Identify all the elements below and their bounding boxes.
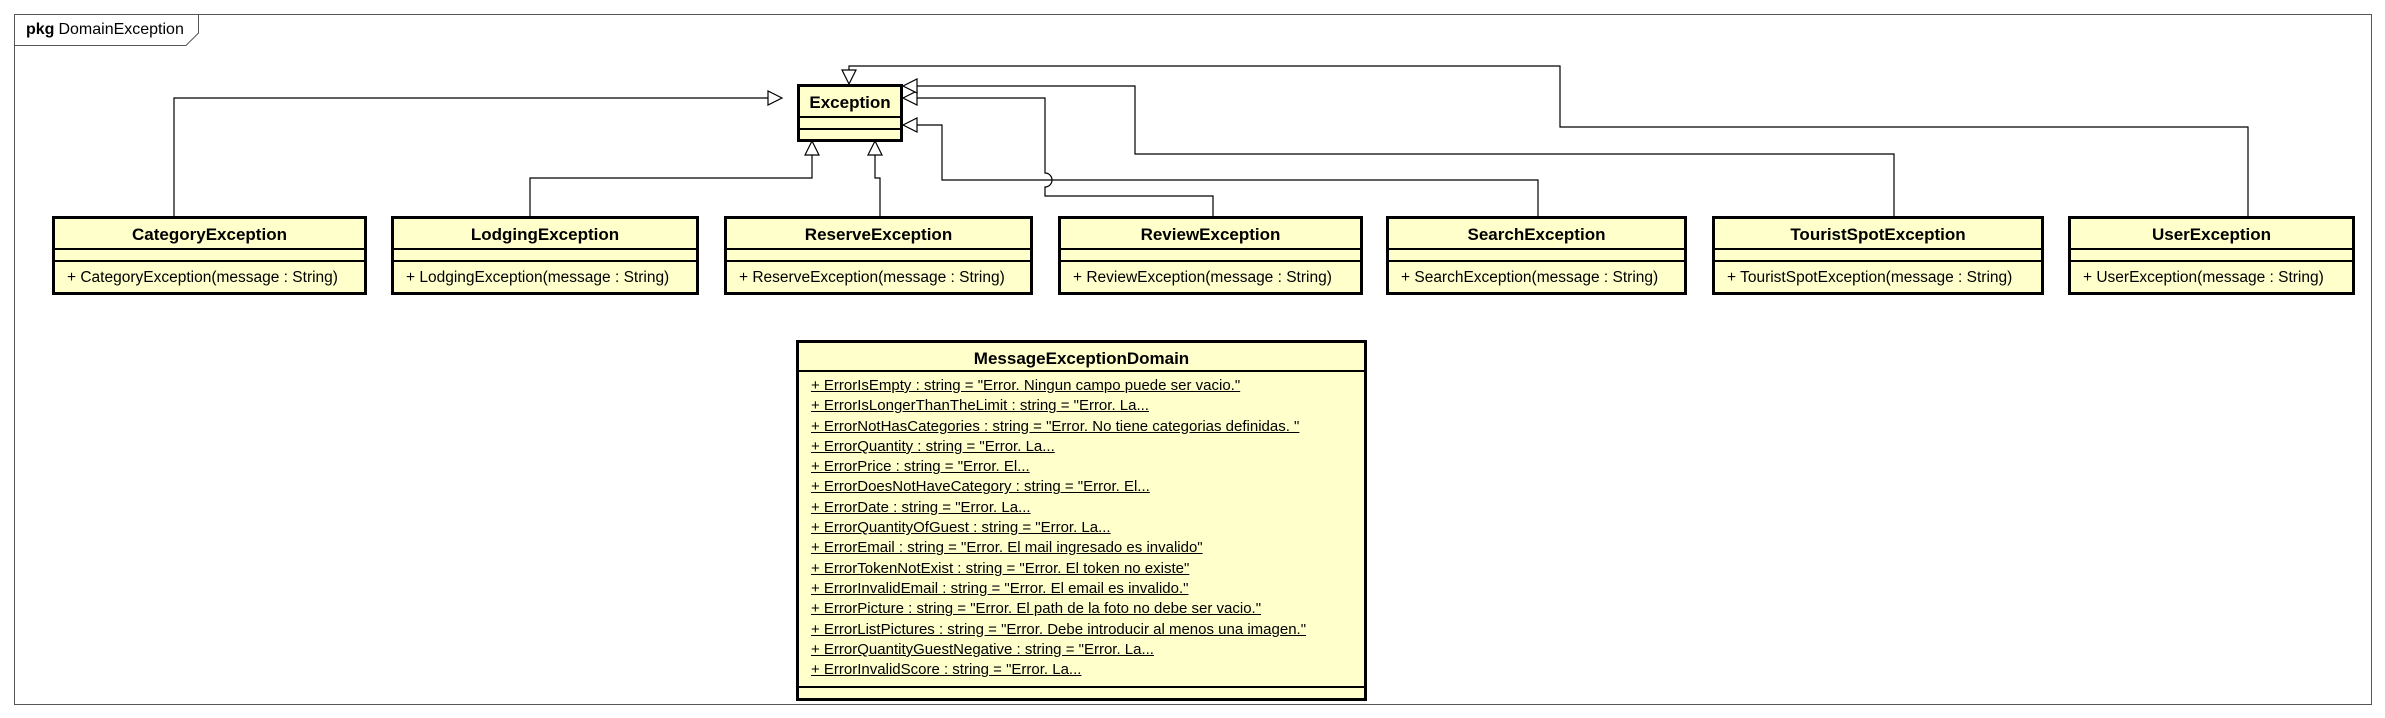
exception-class: Exception (797, 84, 903, 142)
package-frame (14, 14, 2372, 705)
class-name: SearchException (1389, 219, 1684, 250)
class-attributes (727, 250, 1030, 262)
class-attributes (1061, 250, 1360, 262)
class-operation: + UserException(message : String) (2083, 269, 2324, 286)
review-exception-class: ReviewException + ReviewException(messag… (1058, 216, 1363, 295)
edge-touristspot (916, 85, 1895, 216)
package-name: DomainException (58, 21, 184, 38)
attribute-row: + ErrorInvalidScore : string = "Error. L… (811, 661, 1082, 679)
touristspot-exception-class: TouristSpotException + TouristSpotExcept… (1712, 216, 2044, 295)
attribute-row: + ErrorQuantityOfGuest : string = "Error… (811, 519, 1111, 537)
class-attributes (800, 118, 900, 130)
arrowhead-user (841, 69, 857, 86)
class-name: TouristSpotException (1715, 219, 2041, 250)
class-attributes (55, 250, 364, 262)
edge-user (848, 65, 2249, 216)
class-operation: + CategoryException(message : String) (67, 269, 338, 286)
arrowhead-review (901, 90, 918, 106)
class-operations (799, 688, 1364, 698)
class-name: LodgingException (394, 219, 696, 250)
arrowhead-search (901, 117, 918, 133)
search-exception-class: SearchException + SearchException(messag… (1386, 216, 1687, 295)
class-name: UserException (2071, 219, 2352, 250)
edge-review (916, 97, 1214, 216)
class-operation: + ReviewException(message : String) (1073, 269, 1332, 286)
class-name: ReserveException (727, 219, 1030, 250)
user-exception-class: UserException + UserException(message : … (2068, 216, 2355, 295)
class-attributes (1389, 250, 1684, 262)
class-name: CategoryException (55, 219, 364, 250)
class-operation: + LodgingException(message : String) (406, 269, 670, 286)
attribute-row: + ErrorListPictures : string = "Error. D… (811, 620, 1307, 638)
attribute-row: + ErrorPicture : string = "Error. El pat… (811, 600, 1262, 618)
edge-search (916, 124, 1539, 216)
class-operation: + ReserveException(message : String) (739, 269, 1005, 286)
edge-category (173, 97, 781, 216)
attribute-row: + ErrorIsLongerThanTheLimit : string = "… (811, 397, 1149, 415)
edge-lodging (529, 155, 813, 216)
arrowhead-lodging (804, 139, 820, 156)
class-attributes (1715, 250, 2041, 262)
attribute-row: + ErrorQuantity : string = "Error. La... (811, 437, 1055, 455)
attribute-row: + ErrorNotHasCategories : string = "Erro… (811, 417, 1300, 435)
package-keyword: pkg (26, 21, 55, 38)
attribute-row: + ErrorInvalidEmail : string = "Error. E… (811, 579, 1189, 597)
attribute-row: + ErrorEmail : string = "Error. El mail … (811, 539, 1203, 557)
attribute-row: + ErrorDate : string = "Error. La... (811, 498, 1031, 516)
package-tab-outline (14, 14, 199, 46)
class-attributes: + ErrorIsEmpty : string = "Error. Ningun… (799, 372, 1364, 689)
class-name: MessageExceptionDomain (799, 343, 1364, 372)
arrowhead-category (767, 90, 784, 106)
class-attributes (2071, 250, 2352, 262)
lodging-exception-class: LodgingException + LodgingException(mess… (391, 216, 699, 295)
attribute-row: + ErrorQuantityGuestNegative : string = … (811, 640, 1154, 658)
class-operation: + SearchException(message : String) (1401, 269, 1659, 286)
arrowhead-touristspot (901, 78, 918, 94)
message-exception-domain-class: MessageExceptionDomain + ErrorIsEmpty : … (796, 340, 1367, 701)
reserve-exception-class: ReserveException + ReserveException(mess… (724, 216, 1033, 295)
class-name: Exception (800, 87, 900, 118)
arrowhead-reserve (867, 139, 883, 156)
attribute-row: + ErrorIsEmpty : string = "Error. Ningun… (811, 377, 1241, 394)
class-operations (800, 130, 900, 137)
attribute-row: + ErrorDoesNotHaveCategory : string = "E… (811, 478, 1150, 496)
category-exception-class: CategoryException + CategoryException(me… (52, 216, 367, 295)
attribute-row: + ErrorPrice : string = "Error. El... (811, 458, 1030, 476)
class-operation: + TouristSpotException(message : String) (1727, 269, 2013, 286)
class-attributes (394, 250, 696, 262)
edge-reserve (874, 155, 881, 216)
attribute-row: + ErrorTokenNotExist : string = "Error. … (811, 559, 1190, 577)
class-name: ReviewException (1061, 219, 1360, 250)
